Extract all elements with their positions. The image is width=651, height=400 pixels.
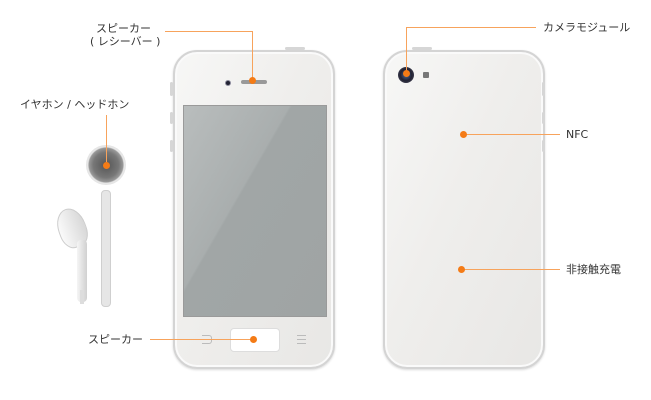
power-button-back [412,47,432,50]
leader-line [165,31,253,32]
callout-dot [457,265,465,273]
callout-dot [249,335,257,343]
volume-up-button [170,112,173,124]
screen [183,105,327,317]
phone-back [383,50,545,369]
label-camera-module: カメラモジュール [543,21,631,34]
mute-switch [170,82,173,96]
phone-front [173,50,335,369]
label-receiver: ( レシーバー ) [90,35,161,48]
leader-line [461,269,560,270]
label-earphone: イヤホン / ヘッドホン [20,98,130,111]
leader-line [463,134,560,135]
leader-line [406,27,536,28]
label-speaker-receiver: スピーカー [96,22,151,35]
power-button [285,47,305,50]
menu-icon [297,335,306,344]
volume-up-back [542,112,545,124]
callout-dot [248,76,256,84]
leader-line [106,115,107,165]
volume-down-back [542,140,545,152]
volume-down-button [170,140,173,152]
label-speaker-bottom: スピーカー [88,333,143,346]
label-wireless-charging: 非接触充電 [566,263,621,276]
callout-dot [102,161,110,169]
front-camera [225,80,231,86]
callout-dot [402,69,410,77]
label-nfc: NFC [566,128,589,141]
home-button[interactable] [230,328,280,352]
callout-dot [459,130,467,138]
leader-line [252,31,253,80]
mute-switch-back [542,82,545,96]
leader-line [406,27,407,73]
flash [423,72,429,78]
leader-line [150,339,253,340]
